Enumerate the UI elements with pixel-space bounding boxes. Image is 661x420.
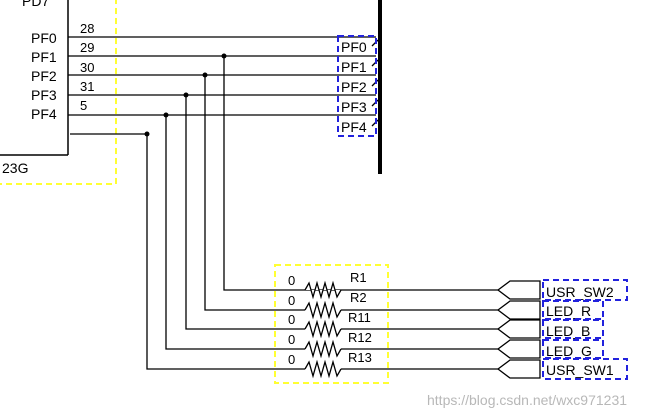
port-stubs xyxy=(480,289,498,370)
port-label-led-g: LED_G xyxy=(546,343,592,359)
resistor-r2-name: R2 xyxy=(350,290,367,305)
resistor-r13-value: 0 xyxy=(288,352,295,367)
resistor-highlight xyxy=(274,264,389,384)
pin-label-pf1: PF1 xyxy=(31,49,57,65)
port-usr-sw1 xyxy=(496,359,541,379)
resistor-array xyxy=(280,289,480,379)
resistor-r1-zigzag xyxy=(304,280,342,300)
port-led-g xyxy=(496,339,541,359)
resistor-r11 xyxy=(280,319,480,339)
port-led-b xyxy=(496,319,541,339)
bus-label-pf1: PF1 xyxy=(341,59,367,75)
resistor-r11-value: 0 xyxy=(288,312,295,327)
port-label-led-r: LED_R xyxy=(546,303,591,319)
pin-number-5: 5 xyxy=(80,98,87,113)
bus-label-pf3: PF3 xyxy=(341,99,367,115)
port-label-usr-sw2: USR_SW2 xyxy=(546,284,614,300)
watermark: https://blog.csdn.net/wxc971231 xyxy=(427,392,627,408)
pin-label-pf4: PF4 xyxy=(31,106,57,122)
port-label-usr-sw1: USR_SW1 xyxy=(546,362,614,378)
port-highlights xyxy=(542,279,628,380)
resistor-r12-name: R12 xyxy=(348,330,372,345)
resistor-r2 xyxy=(280,300,480,320)
bus-label-pf0: PF0 xyxy=(341,39,367,55)
resistor-labels: 0 R1 0 R2 0 R11 0 R12 0 R13 xyxy=(288,270,372,367)
bus-label-pf4: PF4 xyxy=(341,119,367,135)
resistor-r2-value: 0 xyxy=(288,293,295,308)
pin-number-29: 29 xyxy=(80,40,94,55)
chip-top-pin-label: PD7 xyxy=(22,0,49,9)
chip-pin-labels: PF0 PF1 PF2 PF3 PF4 28 29 30 31 5 xyxy=(31,21,94,122)
pin-label-pf2: PF2 xyxy=(31,68,57,84)
pin-label-pf0: PF0 xyxy=(31,30,57,46)
chip-body: PD7 23G xyxy=(0,0,69,176)
bus-label-pf2: PF2 xyxy=(341,79,367,95)
port-usr-sw2 xyxy=(496,280,541,300)
resistor-r13-name: R13 xyxy=(348,350,372,365)
port-labels: USR_SW2 LED_R LED_B LED_G USR_SW1 xyxy=(546,284,614,378)
pin-number-28: 28 xyxy=(80,21,94,36)
resistor-r13 xyxy=(280,359,480,379)
port-led-r xyxy=(496,300,541,320)
resistor-r11-name: R11 xyxy=(348,310,371,325)
pin-label-pf3: PF3 xyxy=(31,87,57,103)
bus-label-highlight xyxy=(337,35,377,137)
drop-wires xyxy=(70,56,280,370)
resistor-r12 xyxy=(280,339,480,359)
port-label-led-b: LED_B xyxy=(546,323,590,339)
pin-number-31: 31 xyxy=(80,79,94,94)
pin-number-30: 30 xyxy=(80,60,94,75)
resistor-r1-name: R1 xyxy=(350,270,367,285)
pin-to-bus-wires xyxy=(68,36,376,116)
bus-net-labels: PF0 PF1 PF2 PF3 PF4 xyxy=(341,39,367,135)
junction-dots xyxy=(144,53,227,137)
resistor-r1-value: 0 xyxy=(288,273,295,288)
resistor-r12-value: 0 xyxy=(288,332,295,347)
chip-part-label: 23G xyxy=(2,160,28,176)
port-symbols xyxy=(496,280,541,379)
chip-pin-highlight xyxy=(0,0,117,185)
